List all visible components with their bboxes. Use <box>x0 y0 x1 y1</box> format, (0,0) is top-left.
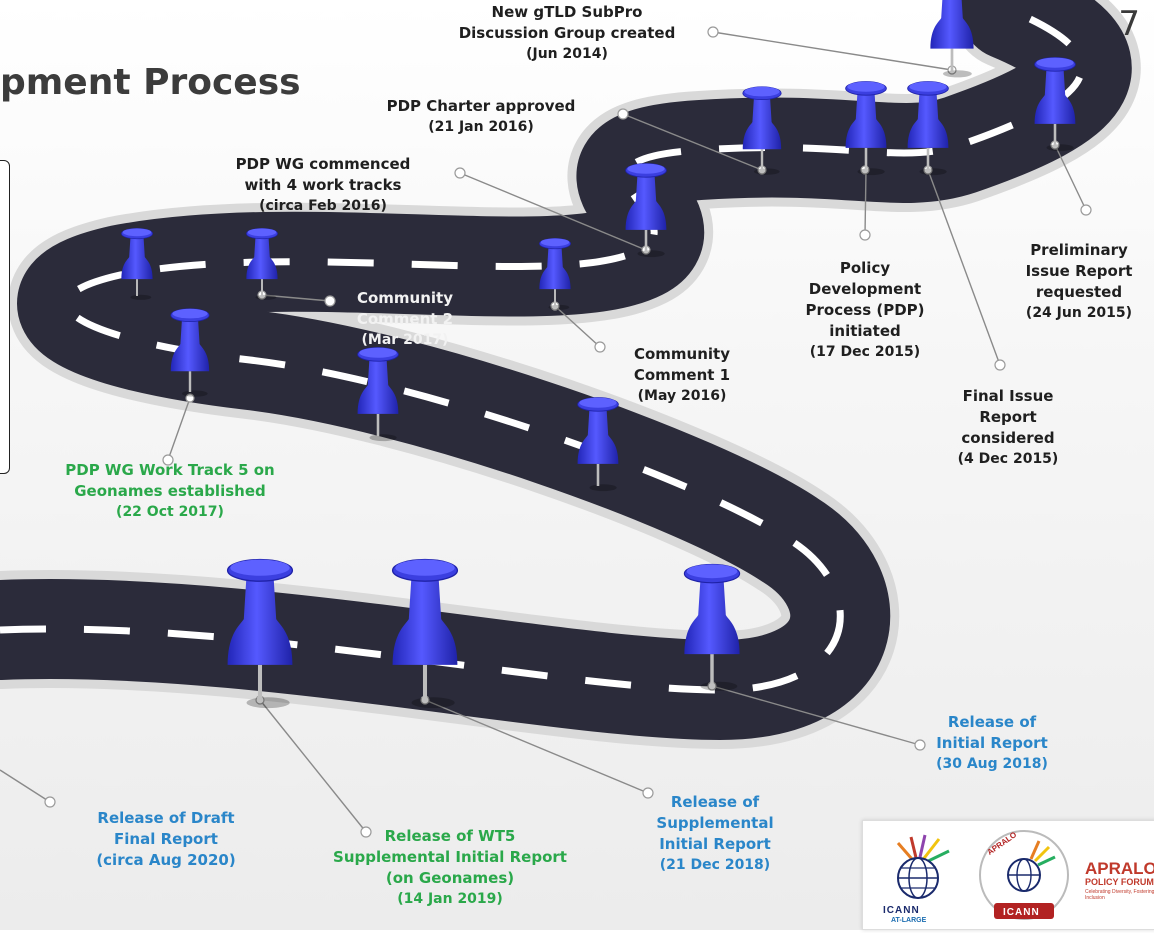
push-pin-icon <box>1034 57 1076 152</box>
milestone-line: PDP WG commenced <box>235 155 411 173</box>
push-pin-icon <box>577 397 619 492</box>
push-pin-icon <box>170 308 210 397</box>
milestone-date: (4 Dec 2015) <box>957 451 1059 467</box>
push-pin-icon <box>357 347 399 442</box>
push-pin-icon <box>539 238 571 310</box>
milestone-line: with 4 work tracks <box>244 176 402 194</box>
milestone-line: PDP WG Work Track 5 on <box>65 461 275 479</box>
push-pin-icon <box>930 0 974 78</box>
push-pin-icon <box>246 228 278 300</box>
atlarge-label: AT-LARGE <box>891 917 927 924</box>
milestone-date: (17 Dec 2015) <box>809 344 921 360</box>
milestone-cc1: Community Comment 1 (May 2016) <box>612 344 752 407</box>
milestone-line: Release of Draft <box>97 809 235 827</box>
milestone-date: (24 Jun 2015) <box>1025 305 1133 321</box>
milestone-line: Geonames established <box>74 482 266 500</box>
milestone-date: (Jun 2014) <box>526 46 608 62</box>
milestone-line: Supplemental <box>656 814 774 832</box>
milestone-date: (circa Aug 2020) <box>96 851 236 869</box>
milestone-date: (21 Jan 2016) <box>428 119 534 135</box>
milestone-line: Issue Report <box>1025 262 1133 280</box>
icann-ring-label: ICANN <box>1003 907 1040 918</box>
milestone-line: Community <box>633 345 731 363</box>
milestone-line: Comment 2 <box>356 310 454 328</box>
milestone-line: Final Report <box>114 830 218 848</box>
milestone-wt5-supplemental: Release of WT5 Supplemental Initial Repo… <box>306 826 594 910</box>
milestone-date: (14 Jan 2019) <box>397 891 503 907</box>
logo-panel: ICANN AT-LARGE ICANN APRALO APRALO POLIC… <box>862 820 1154 930</box>
apralo-ring-logo <box>979 830 1069 920</box>
milestone-line: Comment 1 <box>633 366 731 384</box>
milestone-wg-commenced: PDP WG commenced with 4 work tracks (cir… <box>198 154 448 217</box>
push-pin-icon <box>683 563 741 691</box>
milestone-line: requested <box>1035 283 1123 301</box>
milestone-line: considered <box>961 429 1055 447</box>
milestone-date: (circa Feb 2016) <box>259 198 387 214</box>
milestone-line: Community <box>356 289 454 307</box>
push-pin-icon <box>121 228 153 300</box>
milestone-discussion-group: New gTLD SubPro Discussion Group created… <box>452 2 682 65</box>
icann-atlarge-logo <box>896 834 950 899</box>
page-number: 7 <box>1118 4 1140 44</box>
milestone-cc2: Community Comment 2 (Mar 2017) <box>335 288 475 351</box>
milestone-line: Release of <box>670 793 760 811</box>
milestone-line: Process (PDP) <box>805 301 925 319</box>
milestone-line: Development <box>808 280 922 298</box>
slide-title: pment Process <box>0 62 301 103</box>
push-pin-icon <box>907 81 949 176</box>
milestone-preliminary: Preliminary Issue Report requested (24 J… <box>1004 240 1154 324</box>
push-pin-icon <box>226 558 294 709</box>
milestone-pdp-initiated: Policy Development Process (PDP) initiat… <box>790 258 940 363</box>
milestone-line: Final Issue <box>962 387 1054 405</box>
apralo-label: APRALO <box>1085 859 1154 878</box>
milestone-initial-report: Release of Initial Report (30 Aug 2018) <box>922 712 1062 775</box>
push-pin-icon <box>391 558 459 709</box>
road <box>0 0 1132 741</box>
milestone-date: (May 2016) <box>637 388 727 404</box>
milestone-date: (30 Aug 2018) <box>936 756 1048 772</box>
milestone-line: Preliminary <box>1030 241 1128 259</box>
milestone-line: Release of WT5 <box>384 827 516 845</box>
milestone-final-issue: Final Issue Report considered (4 Dec 201… <box>938 386 1078 470</box>
milestone-line: New gTLD SubPro <box>491 3 643 21</box>
milestone-supplemental: Release of Supplemental Initial Report (… <box>630 792 800 876</box>
milestone-line: Report <box>979 408 1037 426</box>
milestone-charter: PDP Charter approved (21 Jan 2016) <box>356 96 606 138</box>
milestone-line: initiated <box>829 322 901 340</box>
milestone-line: Initial Report <box>936 734 1048 752</box>
milestone-line: Initial Report <box>659 835 771 853</box>
milestone-date: (21 Dec 2018) <box>659 857 771 873</box>
milestone-line: Supplemental Initial Report <box>333 848 567 866</box>
logo-graphics <box>896 830 1069 920</box>
push-pin-icon <box>742 86 782 175</box>
leader-lines <box>0 31 1087 833</box>
milestone-line: Discussion Group created <box>458 24 676 42</box>
milestone-wt5: PDP WG Work Track 5 on Geonames establis… <box>36 460 304 523</box>
icann-label: ICANN <box>883 905 920 916</box>
milestone-line: Release of <box>947 713 1037 731</box>
milestone-draft-final: Release of Draft Final Report (circa Aug… <box>66 808 266 871</box>
apralo-tagline: Celebrating Diversity, Fostering Inclusi… <box>1085 889 1154 901</box>
push-pin-icon <box>845 81 887 176</box>
milestone-line: Policy <box>839 259 891 277</box>
milestone-date: (Mar 2017) <box>361 332 449 348</box>
side-panel <box>0 160 10 474</box>
policy-forum-label: POLICY FORUM <box>1085 877 1154 887</box>
pins <box>121 0 1076 709</box>
milestone-line: PDP Charter approved <box>386 97 576 115</box>
milestone-line: (on Geonames) <box>385 869 515 887</box>
milestone-date: (22 Oct 2017) <box>116 504 224 520</box>
push-pin-icon <box>625 163 667 258</box>
